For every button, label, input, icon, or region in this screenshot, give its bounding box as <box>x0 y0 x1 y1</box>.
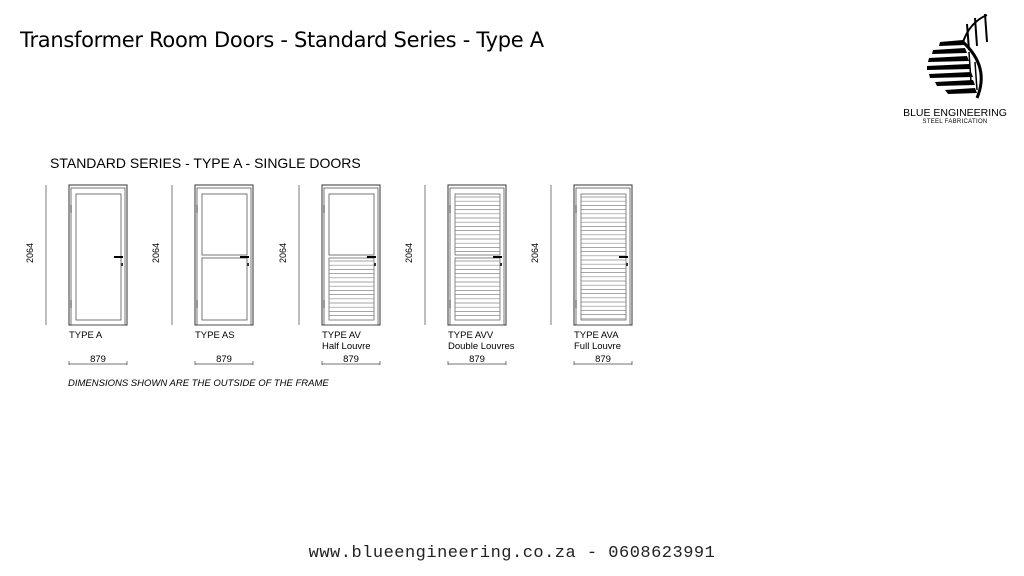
keyhole-icon <box>247 263 249 266</box>
width-dimension: 879 <box>469 354 485 365</box>
door-type-label: TYPE A <box>69 330 103 341</box>
hinge-icon <box>323 300 325 308</box>
door-leaf <box>449 187 505 326</box>
door-type-label: TYPE AVA <box>574 330 619 341</box>
keyhole-icon <box>121 263 123 266</box>
height-dimension: 2064 <box>25 242 36 264</box>
door-leaf <box>323 187 379 326</box>
spiral-staircase-icon <box>927 13 988 99</box>
louvre-panel <box>328 257 375 321</box>
door-type-label: TYPE AS <box>195 330 235 341</box>
keyhole-icon <box>374 263 376 266</box>
door-panel <box>201 257 248 321</box>
door-frame <box>68 184 128 326</box>
door-leaf <box>196 187 252 326</box>
door-drawing-type-avv: 2064 TYPE AVV Double Louvres 879 <box>404 180 529 370</box>
height-dimension: 2064 <box>278 242 289 264</box>
door-elevation <box>171 184 254 365</box>
door-panel <box>201 193 248 256</box>
page-title: Transformer Room Doors - Standard Series… <box>20 28 544 52</box>
door-panel <box>328 193 375 256</box>
logo-subtitle: STEEL FABRICATION <box>922 119 988 125</box>
hinge-icon <box>449 205 451 213</box>
logo-name: BLUE ENGINEERING <box>903 107 1007 119</box>
hinge-icon <box>575 300 577 308</box>
door-type-label: TYPE AVV <box>448 330 494 341</box>
width-dimension: 879 <box>595 354 611 365</box>
door-frame <box>573 184 633 326</box>
height-dimension: 2064 <box>404 242 415 264</box>
door-elevation <box>45 184 128 365</box>
hinge-icon <box>196 205 198 213</box>
door-type-label: TYPE AV <box>322 330 361 341</box>
keyhole-icon <box>500 263 502 266</box>
door-drawing-type-as: 2064 TYPE AS 879 <box>151 180 276 370</box>
door-drawing-type-a: 2064 TYPE A 879 <box>25 180 150 370</box>
width-dimension: 879 <box>343 354 359 365</box>
door-subtype-label: Half Louvre <box>322 341 371 352</box>
company-logo: BLUE ENGINEERING STEEL FABRICATION <box>895 12 1015 125</box>
width-dimension: 879 <box>216 354 232 365</box>
door-elevation <box>550 184 633 365</box>
height-dimension: 2064 <box>530 242 541 264</box>
door-drawing-type-ava: 2064 TYPE AVA Full Louvre 879 <box>530 180 655 370</box>
louvre-panel <box>454 257 501 321</box>
keyhole-icon <box>626 263 628 266</box>
section-title: STANDARD SERIES - TYPE A - SINGLE DOORS <box>50 155 361 171</box>
door-leaf <box>70 187 126 326</box>
door-elevation <box>298 184 381 365</box>
hinge-icon <box>449 300 451 308</box>
hinge-icon <box>323 205 325 213</box>
hinge-icon <box>575 205 577 213</box>
door-leaf <box>575 187 631 326</box>
louvre-panel <box>454 193 501 256</box>
hinge-icon <box>70 300 72 308</box>
door-elevation <box>424 184 507 365</box>
height-dimension: 2064 <box>151 242 162 264</box>
dimensions-note: DIMENSIONS SHOWN ARE THE OUTSIDE OF THE … <box>68 378 329 389</box>
door-subtype-label: Full Louvre <box>574 341 621 352</box>
hinge-icon <box>70 205 72 213</box>
footer-contact: www.blueengineering.co.za - 0608623991 <box>308 544 716 563</box>
door-drawing-type-av: 2064 TYPE AV Half Louvre 879 <box>278 180 403 370</box>
width-dimension: 879 <box>90 354 106 365</box>
door-subtype-label: Double Louvres <box>448 341 515 352</box>
hinge-icon <box>196 300 198 308</box>
